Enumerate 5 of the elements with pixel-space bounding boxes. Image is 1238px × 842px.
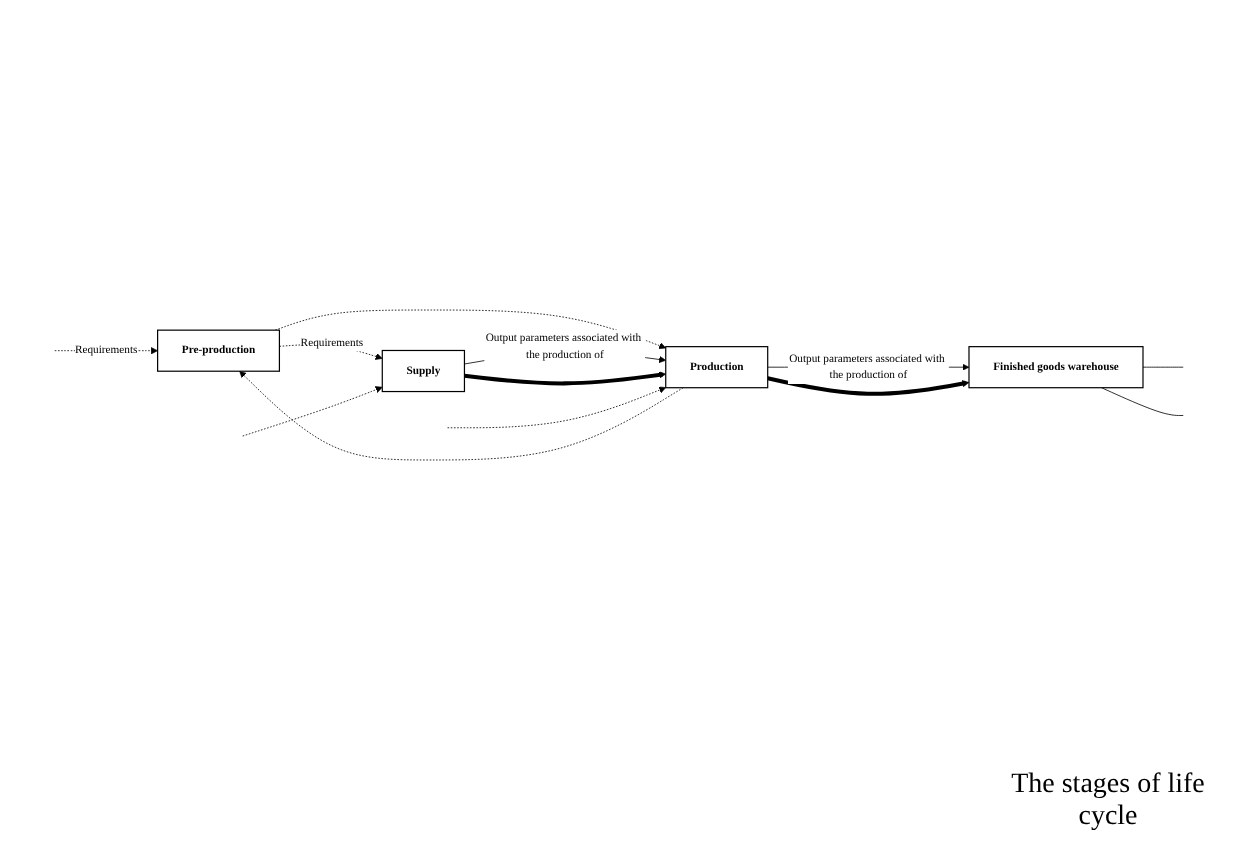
- arrow: [464, 371, 667, 386]
- note-text: The stages of life cycle: [1009, 770, 1207, 834]
- connector: [1101, 387, 1184, 416]
- connector: [1142, 366, 1184, 368]
- arrow: [767, 376, 970, 396]
